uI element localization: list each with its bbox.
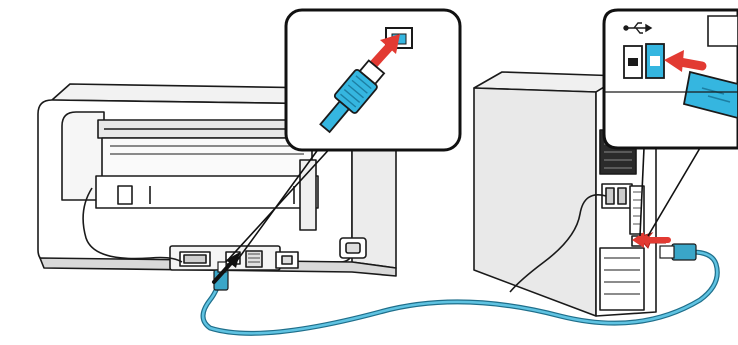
printer-rear-view: [37, 83, 397, 277]
usb-a-connector-closeup: [682, 70, 738, 119]
printer-port-callout: [225, 8, 462, 263]
usb-cable: [200, 243, 720, 336]
red-arrow-head: [632, 232, 644, 248]
usb-icon: [623, 22, 653, 34]
black-arrow-icon: [212, 260, 234, 284]
red-arrow-icon: [380, 34, 400, 54]
usb-b-connector-closeup: [319, 59, 386, 134]
computer-port-callout: [602, 8, 738, 237]
red-arrow-icon: [664, 50, 684, 72]
usb-a-plug: [659, 243, 697, 261]
